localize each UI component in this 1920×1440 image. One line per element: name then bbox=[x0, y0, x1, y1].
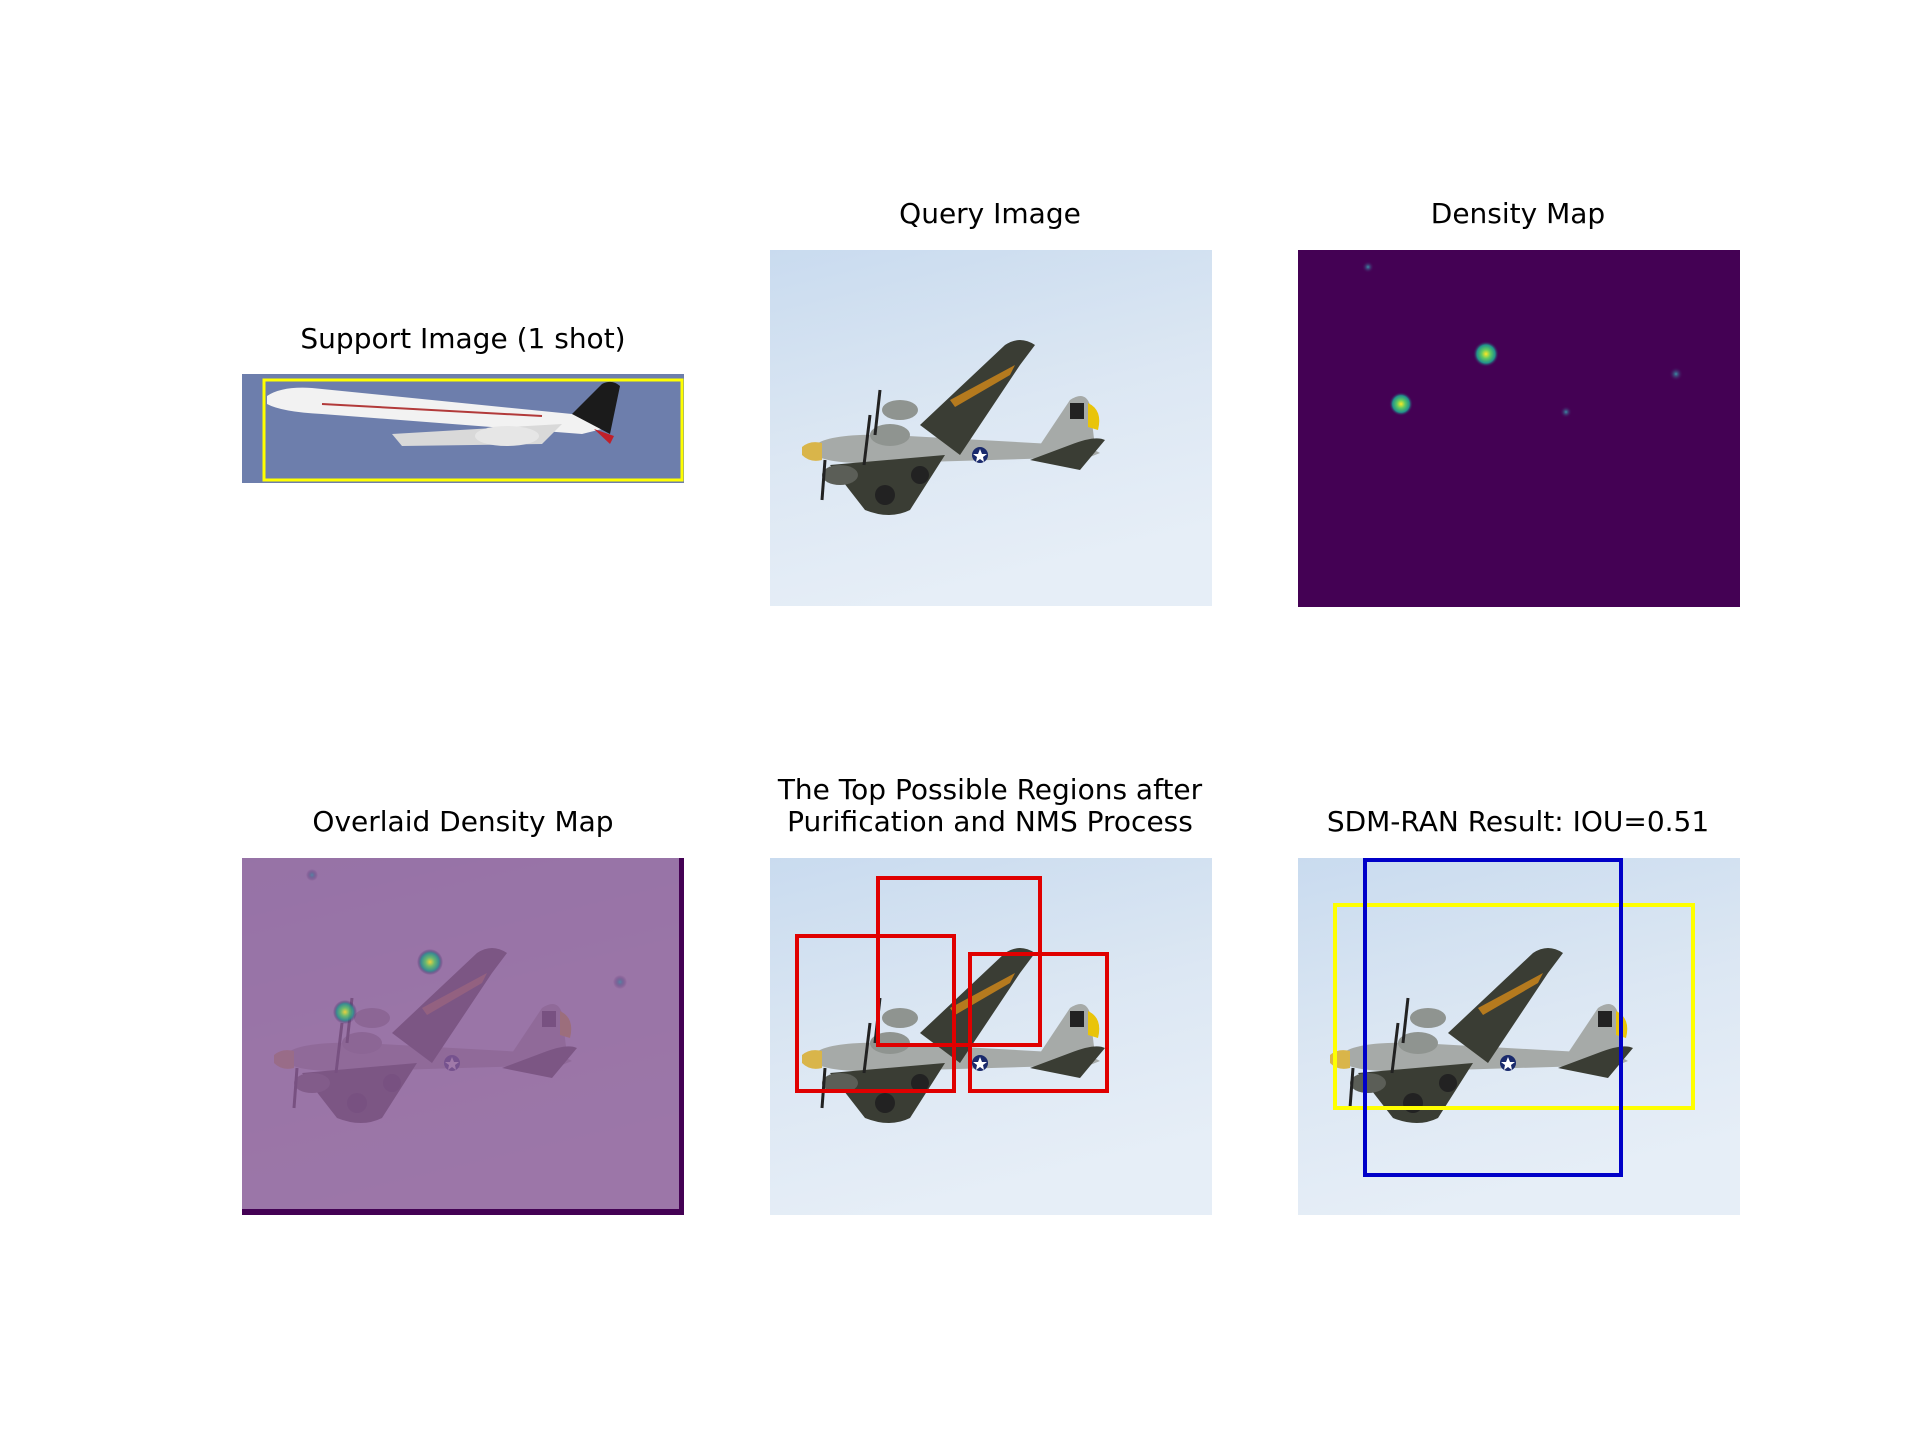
density-map-title: Density Map bbox=[1430, 197, 1606, 230]
prediction-box bbox=[1363, 858, 1623, 1177]
density-peak bbox=[1473, 341, 1499, 367]
support-airplane bbox=[267, 381, 620, 446]
support-bounding-box bbox=[262, 378, 684, 482]
density-map bbox=[1298, 250, 1740, 607]
overlaid-density-map bbox=[242, 858, 684, 1215]
region-box bbox=[795, 934, 956, 1093]
top-regions-image bbox=[770, 858, 1212, 1215]
density-peak bbox=[1560, 406, 1572, 418]
query-image-title: Query Image bbox=[899, 197, 1081, 230]
result-title: SDM-RAN Result: IOU=0.51 bbox=[1326, 805, 1710, 838]
region-box bbox=[968, 952, 1109, 1093]
support-image bbox=[242, 374, 684, 483]
density-peak bbox=[1669, 367, 1683, 381]
density-peak bbox=[1389, 392, 1413, 416]
region-box bbox=[876, 876, 1042, 1047]
result-image bbox=[1298, 858, 1740, 1215]
ground-truth-box bbox=[1333, 903, 1695, 1110]
density-peak bbox=[1362, 261, 1374, 273]
overlaid-density-map-title: Overlaid Density Map bbox=[312, 805, 614, 838]
support-image-title: Support Image (1 shot) bbox=[300, 322, 626, 355]
query-image bbox=[770, 250, 1212, 606]
top-regions-title: The Top Possible Regions after Purificat… bbox=[777, 773, 1203, 838]
